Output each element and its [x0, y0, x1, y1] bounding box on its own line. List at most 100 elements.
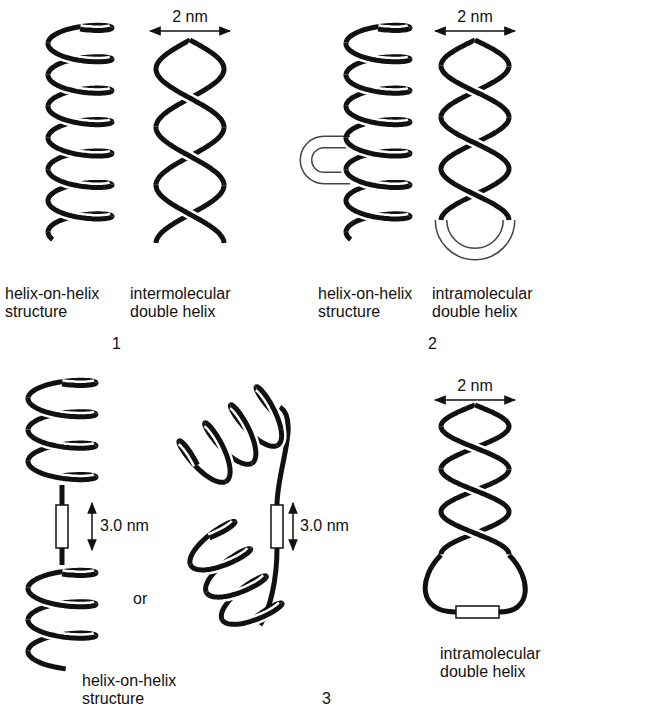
helix-stroke: [48, 137, 112, 156]
helix-stroke: [346, 169, 410, 187]
helix-stroke: [48, 232, 53, 240]
helix-stroke: [441, 511, 509, 554]
helix-stroke: [475, 40, 509, 67]
helix-group: [28, 570, 96, 668]
helix-stroke: [62, 383, 96, 386]
helix-stroke: [190, 534, 252, 581]
helix-stroke: [62, 383, 96, 386]
helix-stroke: [441, 469, 509, 512]
dimension-arrow: [150, 30, 230, 32]
helix-stroke: [209, 522, 236, 539]
helix-stroke: [475, 405, 509, 427]
helix-stroke: [179, 439, 198, 465]
helix-stroke: [346, 232, 351, 240]
helix-stroke: [190, 40, 224, 70]
structure-label: helix-on-helix structure: [5, 285, 135, 322]
helix-stroke: [28, 620, 96, 639]
structure-label: intramolecular double helix: [440, 645, 570, 682]
panel-number: 1: [112, 335, 121, 353]
helix-stroke: [206, 562, 267, 608]
helix-strands: [28, 25, 509, 668]
helix-stroke: [346, 137, 410, 156]
helix-stroke: [441, 469, 509, 512]
helix-stroke: [28, 588, 96, 607]
helix-stroke: [346, 232, 351, 240]
loop-strand: [425, 555, 525, 612]
dimension-arrow: [435, 30, 515, 32]
helix-stroke: [48, 43, 112, 62]
helix-stroke: [28, 460, 96, 479]
helix-stroke: [441, 469, 509, 512]
helix-group: [156, 40, 224, 243]
helix-group: [182, 520, 284, 636]
helix-stroke: [475, 405, 509, 427]
helix-stroke: [475, 40, 509, 67]
helix-group: [441, 40, 509, 220]
helix-stroke: [48, 75, 112, 94]
panel-number: 2: [428, 335, 437, 353]
helix-stroke: [441, 117, 509, 169]
helix-stroke: [346, 105, 410, 124]
helix-stroke: [28, 570, 96, 588]
helix-stroke: [179, 439, 198, 465]
helix-stroke: [190, 40, 224, 70]
helix-stroke: [441, 66, 509, 118]
helix-stroke: [441, 426, 509, 469]
helix-stroke: [28, 430, 96, 449]
helix-stroke: [346, 75, 410, 94]
helix-stroke: [346, 75, 410, 94]
helix-stroke: [222, 589, 284, 636]
helix-stroke: [243, 385, 293, 445]
helix-stroke: [156, 127, 224, 186]
structure-label: intramolecular double helix: [432, 285, 562, 322]
helix-stroke: [28, 460, 96, 479]
helix-stroke: [441, 66, 509, 118]
helix-group: [48, 25, 112, 239]
helix-stroke: [48, 25, 112, 43]
dimension-label: 3.0 nm: [100, 517, 149, 535]
helix-stroke: [28, 588, 96, 607]
helix-stroke: [156, 184, 224, 243]
helix-stroke: [346, 200, 410, 219]
helix-stroke: [48, 137, 112, 156]
helix-stroke: [28, 398, 96, 417]
helix-stroke: [243, 385, 293, 445]
helix-stroke: [441, 426, 509, 469]
dimension-label: 2 nm: [150, 8, 230, 26]
helix-stroke: [48, 169, 112, 187]
helix-stroke: [206, 562, 267, 608]
spacer-unit: [456, 606, 499, 618]
helix-stroke: [28, 430, 96, 449]
helix-group: [346, 25, 410, 239]
helix-stroke: [190, 534, 252, 581]
dimension-label: 3.0 nm: [300, 517, 349, 535]
helix-stroke: [346, 43, 410, 62]
helix-stroke: [346, 43, 410, 62]
helix-stroke: [62, 573, 96, 576]
dimension-arrow: [435, 399, 515, 401]
helix-stroke: [441, 426, 509, 469]
helix-stroke: [441, 40, 475, 67]
helix-stroke: [217, 403, 267, 463]
helix-stroke: [28, 620, 96, 639]
helix-stroke: [441, 66, 509, 118]
connector-word: or: [133, 590, 147, 608]
helix-stroke: [441, 117, 509, 169]
spacer-loop: [441, 220, 509, 254]
helix-stroke: [441, 405, 475, 427]
dimension-label: 2 nm: [435, 8, 515, 26]
helix-stroke: [441, 168, 509, 220]
helix-stroke: [48, 43, 112, 62]
dimension-label: 2 nm: [435, 377, 515, 395]
helix-stroke: [378, 28, 410, 31]
helix-stroke: [62, 573, 96, 576]
helix-stroke: [156, 127, 224, 186]
helix-stroke: [80, 28, 112, 31]
panel-number: 3: [322, 690, 331, 708]
helix-stroke: [48, 169, 112, 187]
helix-stroke: [48, 75, 112, 94]
helix-stroke: [28, 380, 96, 398]
structure-label: intermolecular double helix: [130, 285, 260, 322]
